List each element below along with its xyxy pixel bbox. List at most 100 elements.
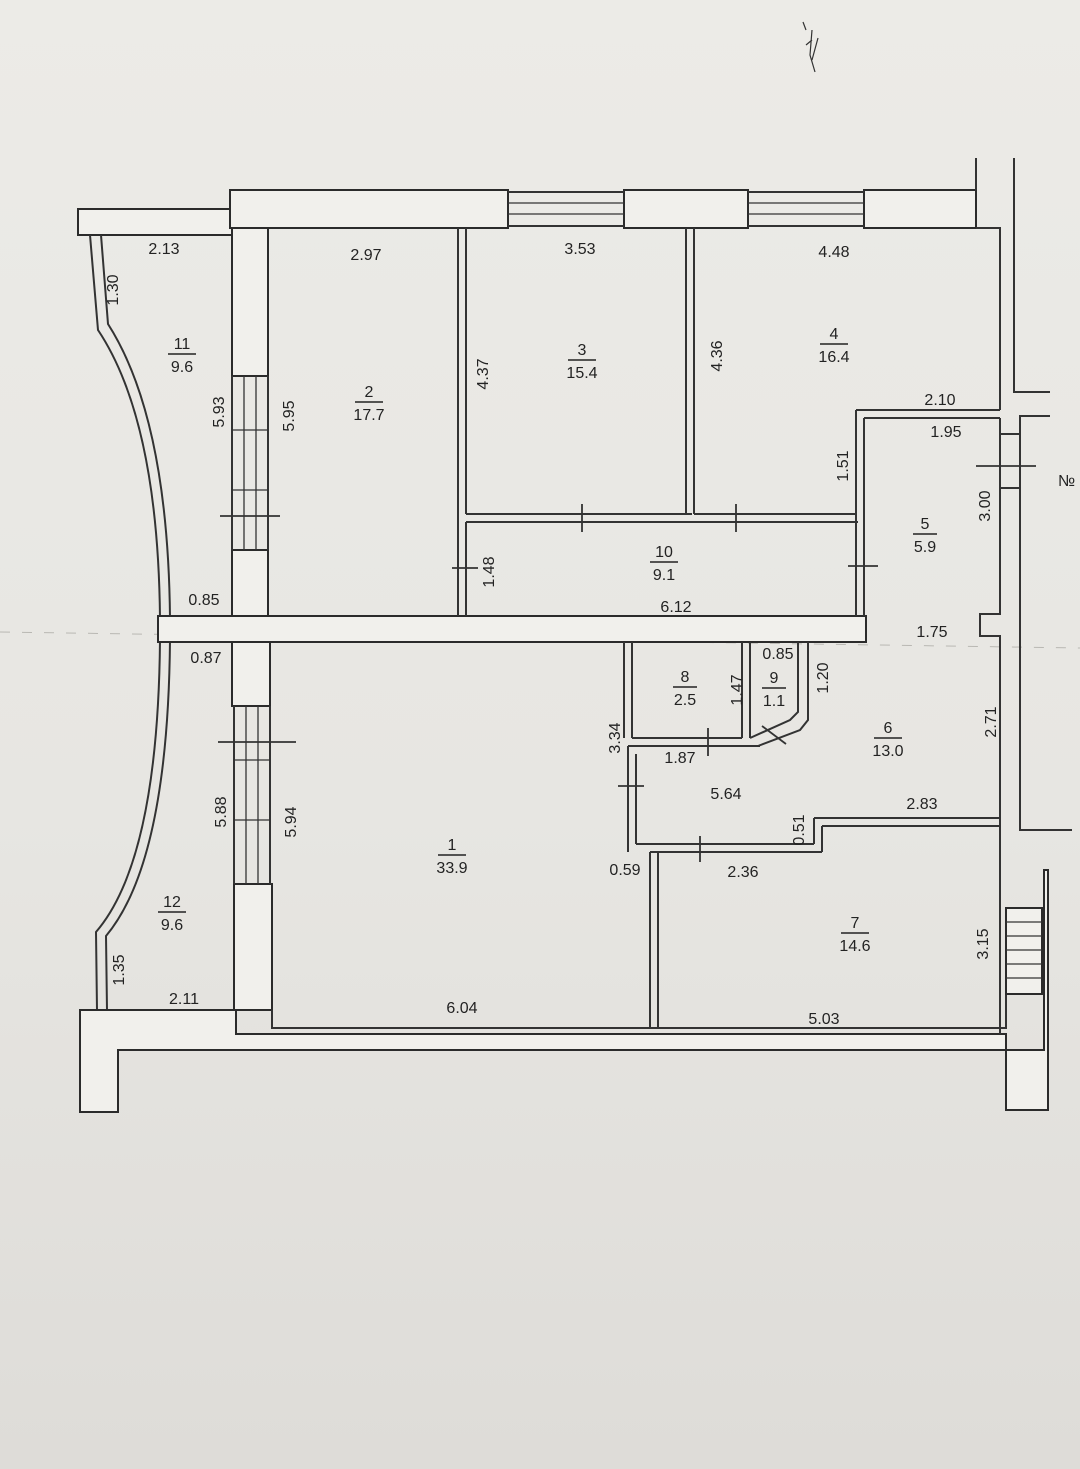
edge-number-mark: №: [1058, 473, 1075, 490]
pen-scribble: [802, 21, 819, 73]
svg-text:5.9: 5.9: [914, 539, 936, 556]
window-room-11: [220, 376, 280, 550]
svg-text:33.9: 33.9: [436, 860, 467, 877]
dim-h-0-87: 0.87: [190, 650, 221, 667]
svg-text:6: 6: [884, 720, 893, 737]
dim-v-1-51: 1.51: [835, 450, 852, 481]
dim-h-5-03: 5.03: [808, 1011, 839, 1028]
room-label-6: 6 13.0: [872, 720, 903, 760]
bay-curve-upper-inner: [100, 234, 171, 619]
svg-text:17.7: 17.7: [353, 407, 384, 424]
dimensions-vertical: 1.30 5.93 5.95 4.37 4.36 1.51 3.00 1.48 …: [105, 274, 1000, 985]
wall-bottom: [79, 869, 1049, 1113]
window-top-2: [748, 191, 864, 227]
dim-h-3-53: 3.53: [564, 241, 595, 258]
wall-central: [157, 615, 867, 643]
room-label-5: 5 5.9: [913, 516, 937, 556]
dim-h-6-04: 6.04: [446, 1000, 477, 1017]
svg-text:9: 9: [770, 670, 779, 687]
wall-top-mid: [623, 189, 749, 229]
dim-h-0-85-upper: 0.85: [188, 592, 219, 609]
svg-text:16.4: 16.4: [818, 349, 849, 366]
svg-text:12: 12: [163, 894, 181, 911]
svg-text:1.1: 1.1: [763, 693, 785, 710]
svg-text:9.1: 9.1: [653, 567, 675, 584]
dim-h-4-48: 4.48: [818, 244, 849, 261]
wall-12-1-low: [233, 883, 273, 1011]
dim-h-2-83: 2.83: [906, 796, 937, 813]
stair-lower: [1005, 907, 1043, 995]
dim-v-5-88: 5.88: [213, 796, 230, 827]
wall-top-right: [863, 189, 977, 229]
dim-v-5-94: 5.94: [283, 806, 300, 837]
bay-curve-lower-inner: [104, 639, 171, 1011]
wall-bottom-inner: [271, 994, 1007, 1029]
dim-v-1-30: 1.30: [105, 274, 122, 305]
dim-h-0-59: 0.59: [609, 862, 640, 879]
dim-v-1-47: 1.47: [729, 674, 746, 705]
dim-v-2-71: 2.71: [983, 706, 1000, 737]
wall-11-2-low: [231, 549, 269, 617]
dim-h-1-87: 1.87: [664, 750, 695, 767]
svg-text:8: 8: [681, 669, 690, 686]
stair-line-upper: [1013, 158, 1050, 393]
wall-right-upper: [975, 158, 1001, 410]
wall-12-1: [231, 641, 271, 707]
svg-text:15.4: 15.4: [566, 365, 597, 382]
dim-h-5-64: 5.64: [710, 786, 741, 803]
wall-right-mid: [979, 488, 1072, 1034]
svg-text:14.6: 14.6: [839, 938, 870, 955]
dim-h-2-11: 2.11: [169, 991, 199, 1008]
room-label-3: 3 15.4: [566, 342, 597, 382]
dimensions-horizontal: 2.13 2.97 3.53 4.48 2.10 1.95 0.85 6.12 …: [148, 241, 961, 1028]
dim-h-6-12: 6.12: [660, 599, 691, 616]
dim-h-1-95: 1.95: [930, 424, 961, 441]
window-room-12: [218, 706, 296, 884]
room-label-9: 9 1.1: [762, 670, 786, 710]
svg-text:9.6: 9.6: [161, 917, 183, 934]
svg-text:1: 1: [448, 837, 457, 854]
dim-v-5-93: 5.93: [211, 396, 228, 427]
dim-v-1-35: 1.35: [111, 954, 128, 985]
dim-v-0-51: 0.51: [791, 814, 808, 845]
room-label-2: 2 17.7: [353, 384, 384, 424]
dim-h-2-13: 2.13: [148, 241, 179, 258]
dim-v-3-00: 3.00: [977, 490, 994, 521]
svg-text:13.0: 13.0: [872, 743, 903, 760]
dim-v-4-36: 4.36: [709, 340, 726, 371]
door-9: [761, 725, 787, 745]
dim-v-1-20: 1.20: [815, 662, 832, 693]
wall-top-left: [77, 208, 233, 236]
room-label-11: 11 9.6: [168, 336, 196, 376]
dim-h-2-36: 2.36: [727, 864, 758, 881]
room-label-8: 8 2.5: [673, 669, 697, 709]
svg-text:10: 10: [655, 544, 673, 561]
dim-v-3-34: 3.34: [607, 722, 624, 753]
svg-text:4: 4: [830, 326, 839, 343]
svg-text:2: 2: [365, 384, 374, 401]
room-label-1: 1 33.9: [436, 837, 467, 877]
room-label-4: 4 16.4: [818, 326, 849, 366]
wall-right-entrance: [999, 415, 1050, 489]
window-top-1: [508, 191, 624, 227]
dim-h-1-75: 1.75: [916, 624, 947, 641]
room-label-10: 10 9.1: [650, 544, 678, 584]
wall-top-pier: [229, 189, 509, 229]
dim-v-4-37: 4.37: [475, 358, 492, 389]
svg-text:9.6: 9.6: [171, 359, 193, 376]
dim-v-3-15: 3.15: [975, 928, 992, 959]
svg-text:11: 11: [174, 336, 191, 353]
dim-h-2-97: 2.97: [350, 247, 381, 264]
dim-v-5-95: 5.95: [281, 400, 298, 431]
room-label-7: 7 14.6: [839, 915, 870, 955]
wall-11-2: [231, 227, 269, 377]
svg-text:3: 3: [578, 342, 587, 359]
dim-v-1-48: 1.48: [481, 556, 498, 587]
room-label-12: 12 9.6: [158, 894, 186, 934]
dim-h-0-85-lower: 0.85: [762, 646, 793, 663]
svg-text:2.5: 2.5: [674, 692, 696, 709]
bay-curve-lower: [94, 639, 161, 1011]
dim-h-2-10: 2.10: [924, 392, 955, 409]
